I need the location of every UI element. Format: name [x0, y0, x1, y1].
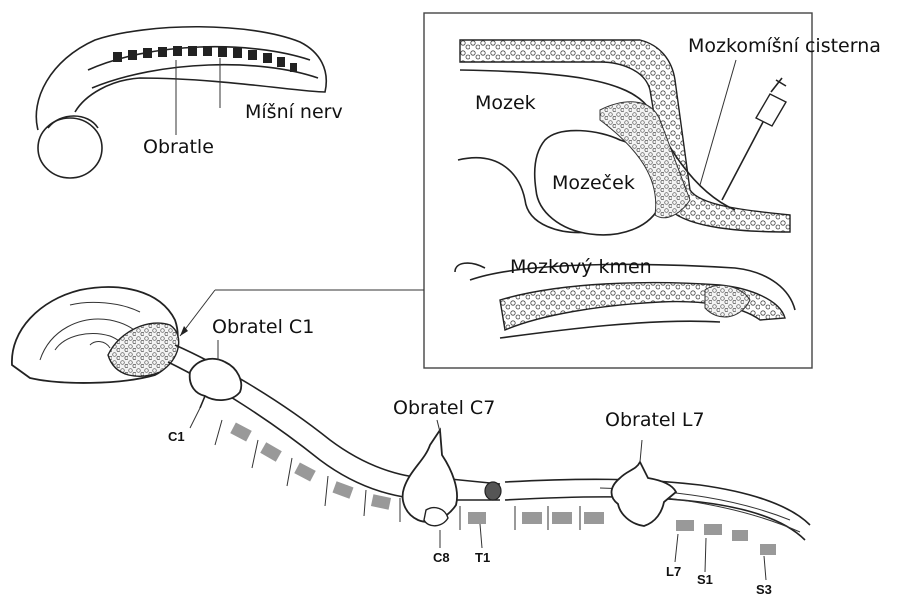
label-vertebrae: Obratle [143, 136, 214, 158]
label-cerebellum: Mozeček [552, 172, 635, 194]
cisterna-inset: Mozkomíšní cisterna Mozek Mozeček Mozkov… [424, 13, 881, 368]
tag-s3: S3 [756, 582, 772, 597]
brain-drawing [12, 287, 179, 383]
tag-s1: S1 [697, 572, 713, 587]
spinal-column [168, 345, 810, 555]
label-cistern: Mozkomíšní cisterna [688, 35, 881, 57]
tag-l7: L7 [666, 564, 681, 579]
vertebra-c1-shape [190, 340, 242, 408]
label-brainstem: Mozkový kmen [510, 256, 652, 278]
vertebra-c7-shape [403, 420, 457, 526]
tag-c1: C1 [168, 429, 185, 444]
vertebra-l7-shape [612, 440, 677, 526]
label-spinal-nerve: Míšní nerv [245, 101, 343, 123]
label-c1-vertebra: Obratel C1 [212, 316, 314, 338]
embryo-drawing: Obratle Míšní nerv [36, 27, 342, 178]
label-c7-vertebra: Obratel C7 [393, 397, 495, 419]
label-brain: Mozek [475, 92, 536, 114]
tag-c8: C8 [433, 550, 450, 565]
label-l7-vertebra: Obratel L7 [605, 409, 705, 431]
tag-t1: T1 [475, 550, 490, 565]
